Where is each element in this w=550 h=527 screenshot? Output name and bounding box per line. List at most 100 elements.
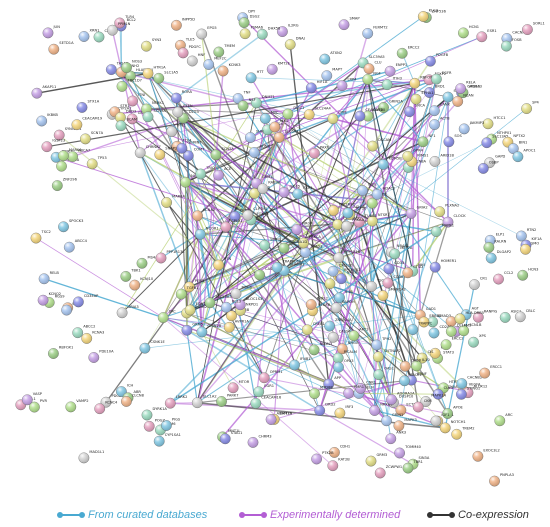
protein-node[interactable]: MYC xyxy=(259,111,279,125)
protein-node[interactable]: RAB3A xyxy=(257,181,281,195)
protein-node[interactable]: CLOCK xyxy=(442,214,466,228)
protein-node[interactable]: PDGFB xyxy=(424,53,449,67)
protein-node[interactable]: TRIO xyxy=(195,166,215,180)
protein-node[interactable]: DSG2 xyxy=(238,15,260,29)
protein-node[interactable]: CASS4 xyxy=(327,329,351,343)
protein-node[interactable]: NCOR1 xyxy=(194,226,219,240)
protein-node[interactable]: ZCWPW1 xyxy=(374,465,402,479)
protein-node[interactable]: SCN1B xyxy=(458,323,482,337)
protein-node[interactable]: GRIN2B xyxy=(196,324,222,338)
protein-node[interactable]: ZNF804A xyxy=(324,318,352,332)
protein-node[interactable]: NCAN xyxy=(452,93,474,107)
protein-node[interactable]: SHH xyxy=(244,130,264,143)
protein-node[interactable]: NTSR1 xyxy=(366,213,390,227)
protein-node[interactable]: OXTR xyxy=(362,108,384,122)
protein-node[interactable]: ASH1L xyxy=(342,205,365,219)
protein-node[interactable]: TBR1 xyxy=(402,460,423,474)
protein-node[interactable]: SLC24A4 xyxy=(303,107,332,121)
protein-node[interactable]: STAG1 xyxy=(219,431,242,445)
protein-node[interactable]: RTN2 xyxy=(516,228,536,242)
protein-node[interactable]: OPRM1 xyxy=(258,370,283,384)
protein-node[interactable]: DNAJ xyxy=(284,37,305,50)
protein-node[interactable]: EGFR xyxy=(430,71,452,85)
protein-node[interactable]: PIGS xyxy=(160,418,181,431)
protein-node[interactable]: TOMM40 xyxy=(394,445,422,459)
protein-node[interactable]: IFIT1 xyxy=(166,124,186,138)
protein-node[interactable]: CR1 xyxy=(468,277,487,290)
protein-node[interactable]: IRF3 xyxy=(334,405,354,419)
protein-node[interactable]: HTT xyxy=(245,70,265,84)
protein-node[interactable]: ECT2 xyxy=(395,402,416,416)
protein-node[interactable]: CKM xyxy=(412,399,432,413)
protein-node[interactable]: ABCC2 xyxy=(72,325,96,339)
protein-node[interactable]: SMO xyxy=(520,241,539,255)
protein-node[interactable]: MAPK14 xyxy=(420,394,447,407)
protein-node[interactable]: GFAP xyxy=(126,111,148,125)
protein-node[interactable]: EPHA1 xyxy=(410,91,434,105)
protein-node[interactable]: JAKMIP3 xyxy=(458,121,484,135)
protein-node[interactable]: TBK1 xyxy=(120,268,141,282)
protein-node[interactable]: APOE xyxy=(442,406,464,419)
protein-node[interactable]: KALRN xyxy=(483,239,507,253)
protein-node[interactable]: MYD88 xyxy=(309,386,333,399)
protein-node[interactable]: CHRNA7 xyxy=(134,145,161,159)
protein-node[interactable]: SMARCA2 xyxy=(377,288,406,301)
protein-node[interactable]: ENPP1 xyxy=(384,63,407,77)
protein-node[interactable]: ACTB xyxy=(429,117,450,131)
protein-node[interactable]: PVRL2 xyxy=(305,297,328,310)
protein-node[interactable]: ANK3 xyxy=(385,431,406,445)
protein-node[interactable]: PPP1R1B xyxy=(333,250,361,264)
protein-node[interactable]: HOMER1 xyxy=(429,259,456,273)
protein-node[interactable]: MTOR xyxy=(227,380,250,394)
protein-node[interactable]: GRM5 xyxy=(181,322,203,336)
protein-node[interactable]: MS4A6A xyxy=(136,255,163,269)
protein-node[interactable]: SYNGAP1 xyxy=(53,127,82,141)
protein-node[interactable]: GRIN2A xyxy=(378,100,403,113)
protein-node[interactable]: ADNP xyxy=(248,145,271,158)
protein-node[interactable]: SCN2A xyxy=(210,147,234,161)
protein-node[interactable]: CD2AP xyxy=(428,325,453,339)
protein-node[interactable]: NRXN1 xyxy=(369,403,393,416)
protein-node[interactable]: SLC1A5 xyxy=(153,70,179,84)
protein-node[interactable]: DYRK1A xyxy=(141,407,168,421)
protein-node[interactable]: GRIN1 xyxy=(381,413,403,427)
protein-node[interactable]: RELA xyxy=(455,81,476,95)
protein-node[interactable]: CD3EAP xyxy=(73,294,99,308)
protein-node[interactable]: IL2B xyxy=(357,183,376,197)
protein-node[interactable]: PDE10A xyxy=(88,350,114,363)
protein-node[interactable]: CLU xyxy=(363,61,382,75)
protein-node[interactable]: CREB1 xyxy=(301,322,325,336)
protein-node[interactable]: KCNA3 xyxy=(81,330,105,344)
protein-node[interactable]: KCNJ10 xyxy=(129,277,154,291)
protein-node[interactable]: FMR1 xyxy=(343,385,364,399)
protein-node[interactable]: MSH6 xyxy=(230,286,253,300)
protein-node[interactable]: NOS3 xyxy=(121,60,142,73)
protein-node[interactable]: GEMIN7 xyxy=(176,140,202,154)
protein-node[interactable]: NME8 xyxy=(335,271,358,285)
protein-node[interactable]: RBFOX3 xyxy=(409,75,435,89)
protein-node[interactable]: DISC1 xyxy=(282,106,305,120)
protein-node[interactable]: NRGN xyxy=(291,222,314,235)
protein-node[interactable]: SLC25A3 xyxy=(204,295,232,309)
protein-node[interactable]: IL6 xyxy=(429,345,447,359)
protein-node[interactable]: XPS xyxy=(468,334,487,348)
protein-node[interactable]: CNTNAP2 xyxy=(372,349,401,363)
protein-node[interactable]: TMEM xyxy=(213,44,235,58)
protein-node[interactable]: FOSB xyxy=(500,38,522,52)
protein-node[interactable]: ADORA2A xyxy=(386,392,415,405)
protein-node[interactable]: ERBB4 xyxy=(418,314,442,328)
protein-node[interactable]: BLOC1S3 xyxy=(234,297,262,311)
protein-node[interactable]: RBFOX1 xyxy=(48,346,73,359)
protein-node[interactable]: TPH2 xyxy=(371,337,391,351)
protein-node[interactable]: EGR1 xyxy=(253,384,275,398)
protein-node[interactable]: DSCAM xyxy=(367,138,391,152)
protein-node[interactable]: CTSD xyxy=(402,265,424,279)
protein-node[interactable]: PVR xyxy=(29,399,48,413)
protein-node[interactable]: ITNI xyxy=(127,93,145,107)
protein-node[interactable]: ITIH3 xyxy=(381,77,402,91)
protein-node[interactable]: OPA3 xyxy=(333,359,354,373)
protein-node[interactable]: KCNA2 xyxy=(192,208,215,222)
protein-node[interactable]: CLCN8 xyxy=(121,393,145,407)
protein-node[interactable]: SMAD3 xyxy=(427,314,451,328)
protein-node[interactable]: TRAPPC6A xyxy=(271,260,302,273)
